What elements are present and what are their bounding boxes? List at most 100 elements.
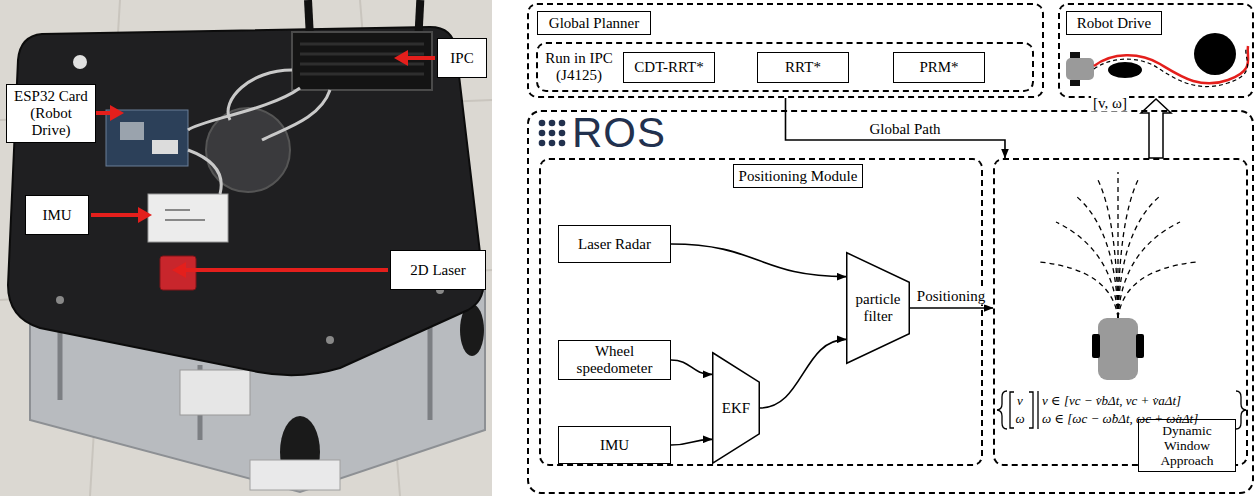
mount-hole	[73, 55, 87, 69]
arrow-head	[138, 207, 152, 223]
process-box: Laser Radar	[558, 225, 671, 263]
trajectory	[1056, 222, 1118, 318]
node-label: IPC	[450, 50, 473, 67]
callout-label: IMU	[25, 195, 89, 235]
logo-dot	[559, 140, 566, 147]
process-box: CDT-RRT*	[623, 52, 715, 83]
robot-icon	[1066, 58, 1094, 80]
connector	[152, 140, 178, 154]
trajectory	[1118, 262, 1196, 318]
node-label: CDT-RRT*	[634, 59, 703, 76]
trapezoid-shape	[847, 253, 910, 364]
trajectory	[1076, 196, 1118, 318]
node-label: 2D Laser	[410, 262, 465, 279]
logo-text: ROS	[572, 111, 702, 155]
node-label: EKF	[722, 400, 750, 417]
logo-dot	[559, 130, 566, 137]
set-bar	[1037, 391, 1038, 429]
cable	[188, 70, 330, 194]
filter-trapezoid: particle filter	[846, 252, 910, 364]
connector-arrow	[910, 307, 993, 309]
screw	[326, 336, 334, 344]
trapezoid-shape	[713, 353, 760, 464]
node-label: RRT*	[785, 59, 821, 76]
node-label: Laser Radar	[578, 236, 651, 253]
logo-dot	[549, 130, 556, 137]
group-heading: Global Planner	[537, 11, 651, 35]
trajectory	[1118, 196, 1160, 318]
trajectory-fan	[1040, 172, 1196, 318]
laser-scanner	[160, 256, 196, 290]
node-label: Wheel speedometer	[563, 343, 666, 377]
wheel-icon	[1136, 334, 1144, 358]
module-group: Global PlannerRun in IPC (J4125) CDT-RRT*…	[527, 3, 1044, 98]
logo-dot	[539, 130, 546, 137]
logo-dot	[539, 140, 546, 147]
module-group: Robot Drive	[1058, 3, 1254, 98]
arrow-head	[172, 262, 186, 278]
callout-arrows	[91, 50, 435, 278]
group-heading: Robot Drive	[1066, 11, 1162, 35]
robot-icon	[1098, 318, 1138, 380]
connector-arrow	[760, 339, 846, 408]
obstacle	[1194, 33, 1236, 75]
planned-path	[1094, 46, 1248, 83]
wheel-icon	[1070, 80, 1080, 86]
robot-top-plate	[8, 27, 483, 375]
connector-arrow	[671, 360, 712, 374]
module-group: vωv ∈ [vc − v̇bΔt, vc + v̇aΔt]ω ∈ [ωc − …	[993, 158, 1248, 466]
group-heading: Positioning Module	[733, 164, 863, 188]
process-box: RRT*	[757, 52, 849, 83]
floor-tile-line	[0, 0, 492, 496]
esp32-board	[106, 110, 188, 166]
floor	[0, 0, 492, 496]
framework-group: ROSPositioning ModuleLaser RadarWheel sp…	[527, 110, 1254, 494]
process-box: Dynamic Window Approach	[1138, 419, 1236, 472]
filter-trapezoid: EKF	[712, 352, 760, 464]
callout-label: ESP32 Card (Robot Drive)	[6, 84, 96, 143]
logo-dot	[559, 120, 566, 127]
edge-label: Global Path	[867, 121, 942, 138]
ros-logo-dots	[539, 120, 566, 147]
logo-dot	[549, 120, 556, 127]
connector-arrow	[671, 439, 712, 445]
formula-text: v	[1012, 392, 1028, 409]
callout-arrow	[91, 213, 138, 217]
module-group: Run in IPC (J4125) CDT-RRT* RRT* PRM*	[536, 42, 1034, 92]
imu-module	[148, 194, 228, 242]
left-brace	[997, 391, 1007, 429]
node-label: Dynamic Window Approach	[1143, 423, 1231, 468]
node-label: ESP32 Card (Robot Drive)	[11, 88, 91, 139]
callout-label: IPC	[437, 38, 487, 78]
caster-bracket	[250, 460, 340, 490]
wheel-icon	[1092, 334, 1100, 358]
process-box: PRM*	[893, 52, 985, 83]
formula-text: ω	[1012, 410, 1028, 427]
cable-hole	[206, 108, 290, 192]
trajectory	[1118, 222, 1180, 318]
formula-text: v ∈ [vc − v̇bΔt, vc + v̇aΔt]	[1042, 392, 1234, 409]
logo-dot	[539, 120, 546, 127]
callout-label: 2D Laser	[390, 250, 486, 290]
callout-arrow	[408, 56, 435, 60]
trajectory	[1098, 180, 1118, 318]
node-label: IMU	[42, 207, 71, 224]
matrix-bracket	[1029, 392, 1033, 428]
group-heading: Run in IPC (J4125)	[541, 49, 617, 85]
connector-arrow	[671, 244, 846, 277]
heat-sink-fin	[300, 44, 424, 74]
logo-dot	[549, 140, 556, 147]
imu-marking	[165, 210, 205, 220]
screw	[56, 296, 64, 304]
module-group: Positioning ModuleLaser RadarWheel speed…	[539, 158, 983, 466]
battery-pack	[180, 370, 250, 415]
arrow-head	[110, 105, 124, 121]
connector-arrow	[786, 98, 1005, 158]
chip	[120, 122, 144, 140]
right-brace	[1236, 391, 1246, 429]
process-box: Wheel speedometer	[558, 340, 671, 380]
process-box: IMU	[558, 426, 671, 464]
callout-arrow	[186, 268, 388, 272]
arrow-head	[394, 50, 408, 66]
